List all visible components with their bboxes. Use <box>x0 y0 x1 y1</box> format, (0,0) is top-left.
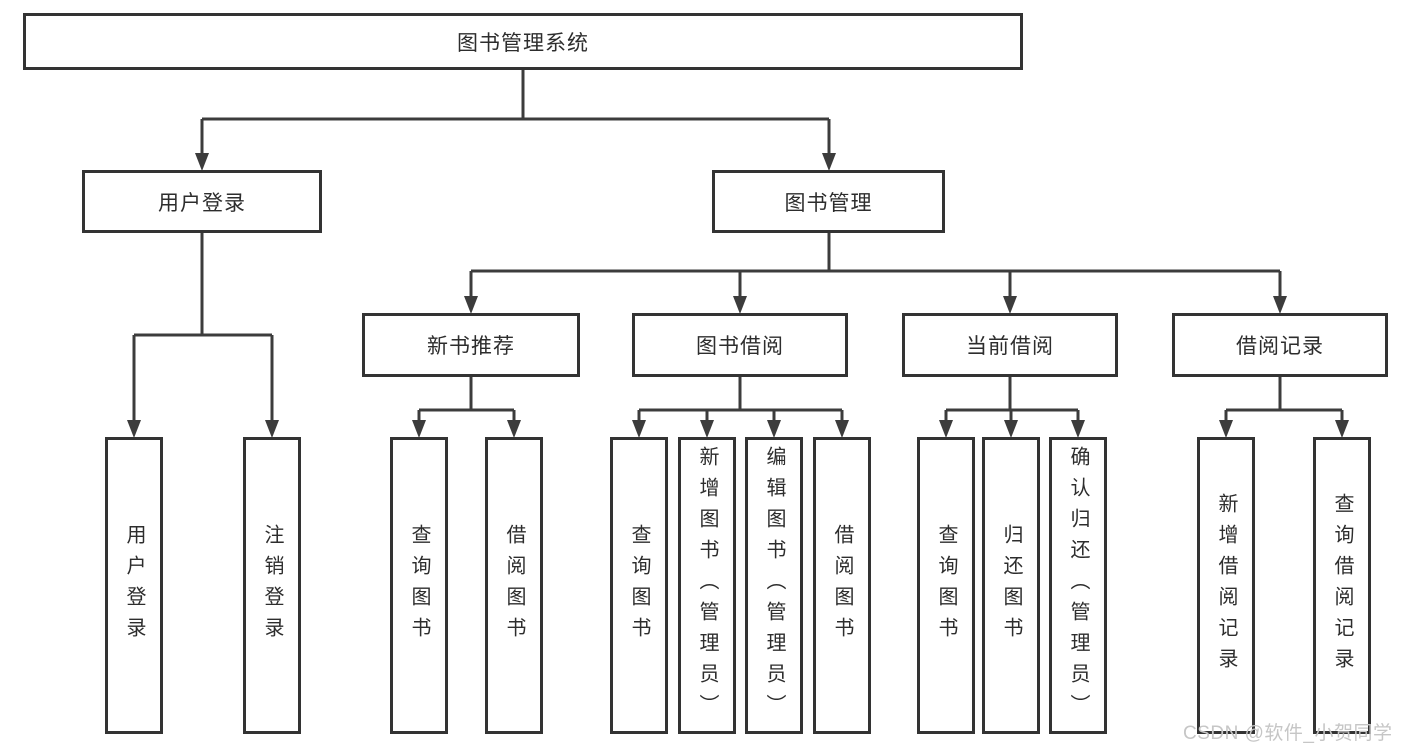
leaf-borrow-books-2: 借阅图书 <box>813 437 871 734</box>
node-user-login: 用户登录 <box>82 170 322 233</box>
leaf-add-book-admin: 新增图书（管理员） <box>678 437 736 734</box>
leaf-user-login: 用户登录 <box>105 437 163 734</box>
node-library-management-system: 图书管理系统 <box>23 13 1023 70</box>
csdn-watermark: CSDN @软件_小贺同学 <box>1183 723 1393 744</box>
leaf-borrow-books: 借阅图书 <box>485 437 543 734</box>
node-book-borrowing: 图书借阅 <box>632 313 848 377</box>
node-current-borrowing: 当前借阅 <box>902 313 1118 377</box>
leaf-edit-book-admin: 编辑图书（管理员） <box>745 437 803 734</box>
leaf-search-books-2: 查询图书 <box>610 437 668 734</box>
node-new-book-recommendation: 新书推荐 <box>362 313 580 377</box>
leaf-search-books: 查询图书 <box>390 437 448 734</box>
leaf-confirm-return-admin: 确认归还（管理员） <box>1049 437 1107 734</box>
leaf-search-borrow-record: 查询借阅记录 <box>1313 437 1371 734</box>
leaf-add-borrow-record: 新增借阅记录 <box>1197 437 1255 734</box>
node-borrowing-records: 借阅记录 <box>1172 313 1388 377</box>
node-book-management: 图书管理 <box>712 170 945 233</box>
leaf-logout: 注销登录 <box>243 437 301 734</box>
leaf-search-books-3: 查询图书 <box>917 437 975 734</box>
leaf-return-books: 归还图书 <box>982 437 1040 734</box>
